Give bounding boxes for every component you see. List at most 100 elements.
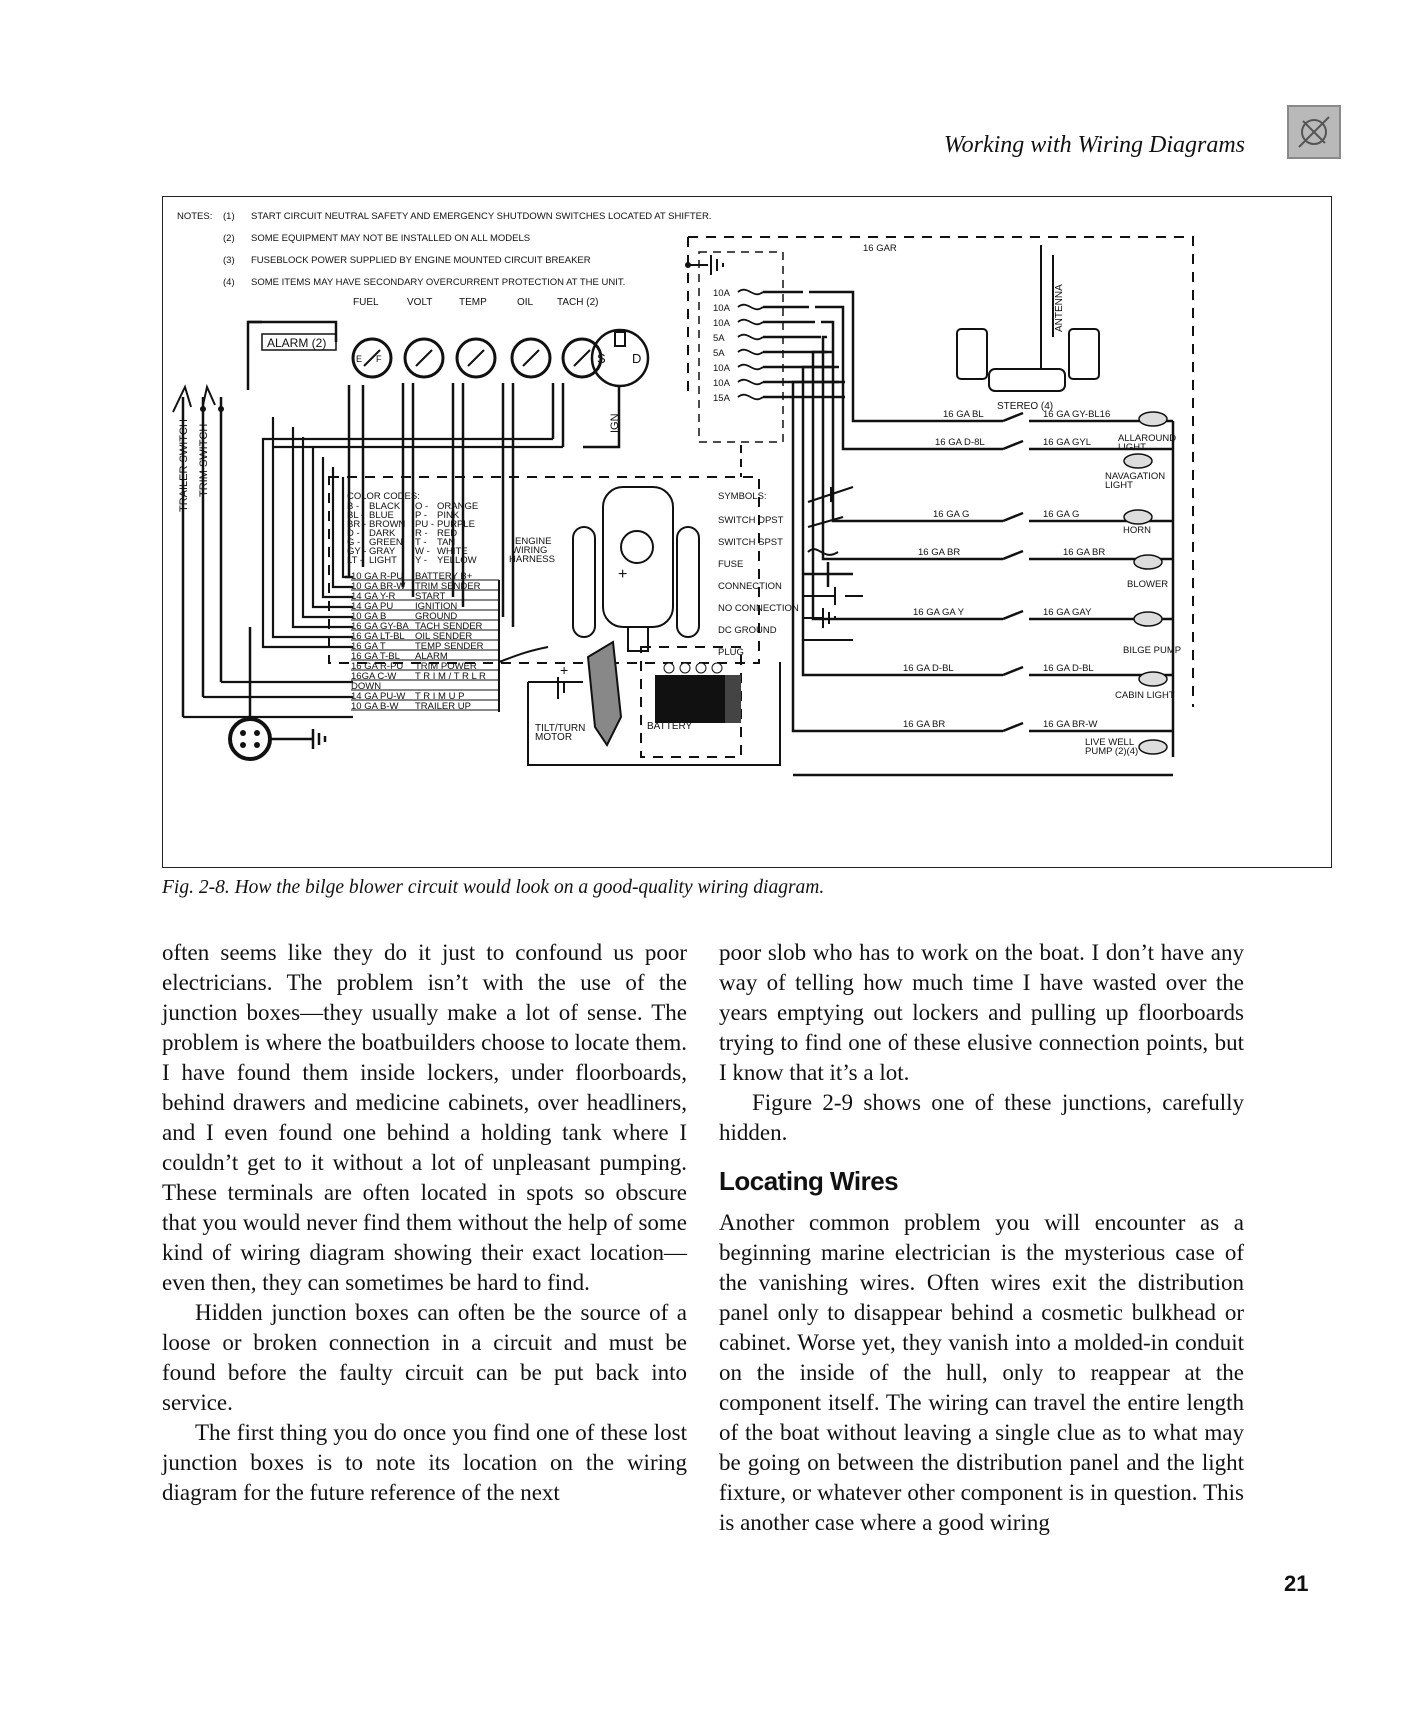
device-symbol bbox=[1133, 611, 1163, 627]
note-number: (4) bbox=[223, 277, 235, 288]
color-code-abbr: R - bbox=[415, 528, 428, 539]
circuit-wire-label-left: 16 GA GA Y bbox=[913, 607, 965, 618]
color-code-name: YELLOW bbox=[437, 555, 477, 566]
color-code-abbr: Y - bbox=[415, 555, 427, 566]
symbol-label: SWITCH DPST bbox=[718, 515, 784, 526]
right-paragraph-1: poor slob who has to work on the boat. I… bbox=[719, 940, 1244, 1085]
color-code-name: PURPLE bbox=[437, 519, 475, 530]
device-labels: ALLAROUNDLIGHTNAVAGATIONLIGHTHORNBLOWERB… bbox=[1085, 411, 1181, 757]
circuit-wire-label-left: 16 GA BR bbox=[903, 719, 945, 730]
gauge-label: TACH (2) bbox=[557, 297, 598, 308]
gauge-empty-label: E bbox=[356, 354, 362, 364]
device-label: CABIN LIGHT bbox=[1115, 690, 1175, 701]
fuse-rating: 10A bbox=[713, 303, 731, 314]
symbol-no-connection bbox=[803, 587, 863, 605]
device-symbol bbox=[1138, 671, 1168, 687]
antenna-label: ANTENNA bbox=[1054, 284, 1065, 332]
notes-label: NOTES: bbox=[177, 211, 212, 222]
harness-wire-function: TRIM POWER bbox=[415, 661, 477, 672]
circuit-wire bbox=[791, 380, 1173, 733]
diagram-notes: NOTES: (1) START CIRCUIT NEUTRAL SAFETY AN… bbox=[177, 211, 711, 288]
harness-wire-gauge: 14 GA PU bbox=[351, 601, 393, 612]
color-code-abbr: T - bbox=[415, 537, 426, 548]
color-code-abbr: BR - bbox=[347, 519, 366, 530]
device-label: LIGHT bbox=[1105, 480, 1133, 491]
right-paragraph-2: Figure 2-9 shows one of these junctions,… bbox=[719, 1090, 1244, 1145]
harness-label-line: WIRING bbox=[512, 545, 547, 556]
alarm-label: ALARM (2) bbox=[267, 336, 326, 350]
battery-label: BATTERY bbox=[647, 721, 693, 732]
wiring-diagram: NOTES: (1) START CIRCUIT NEUTRAL SAFETY AN… bbox=[172, 211, 1194, 777]
harness-wire-function: TACH SENDER bbox=[415, 621, 483, 632]
circuit-wire-label-right: 16 GA GAY bbox=[1043, 607, 1092, 618]
harness-wire-gauge: 16GA C-W bbox=[351, 671, 396, 682]
color-code-name: GRAY bbox=[369, 546, 396, 557]
device-label: BLOWER bbox=[1127, 579, 1168, 590]
fuse-symbol bbox=[737, 303, 764, 311]
circuit-wire-label-right: 16 GA D-BL bbox=[1043, 663, 1094, 674]
harness-wire-gauge: 16 GA T-BL bbox=[351, 651, 400, 662]
harness-label-line: HARNESS bbox=[509, 554, 555, 565]
gauge-label: OIL bbox=[517, 297, 534, 308]
harness-wire-function: TEMP SENDER bbox=[415, 641, 484, 652]
symbol-label: CONNECTION bbox=[718, 581, 782, 592]
color-code-name: RED bbox=[437, 528, 457, 539]
harness-wire-gauge: 16 GA GY-BA bbox=[351, 621, 409, 632]
note-number: (1) bbox=[223, 211, 235, 222]
note-text: START CIRCUIT NEUTRAL SAFETY AND EMERGEN… bbox=[251, 211, 711, 222]
gauge-needle bbox=[363, 349, 381, 367]
running-header: Working with Wiring Diagrams bbox=[943, 132, 1245, 158]
harness-wire-gauge: 10 GA BR-W bbox=[351, 581, 405, 592]
circuit-wire-label-right: 16 GA BR-W bbox=[1043, 719, 1097, 730]
symbol-label: NO CONNECTION bbox=[718, 603, 799, 614]
symbol-connection bbox=[803, 562, 853, 587]
harness-wire-gauge: DOWN bbox=[351, 681, 381, 692]
color-code-abbr: B - bbox=[347, 501, 359, 512]
harness-label-line: ENGINE bbox=[515, 536, 551, 547]
note-text: SOME ITEMS MAY HAVE SECONDARY OVERCURREN… bbox=[251, 277, 625, 288]
section-heading-locating-wires: Locating Wires bbox=[719, 1166, 899, 1196]
fuse-symbol bbox=[737, 393, 764, 401]
note-text: FUSEBLOCK POWER SUPPLIED BY ENGINE MOUNT… bbox=[251, 255, 591, 266]
harness-wire-gauge: 10 GA R-PU bbox=[351, 571, 403, 582]
harness-wire-gauge: 10 GA B-W bbox=[351, 701, 399, 712]
fuse-rating: 10A bbox=[713, 318, 731, 329]
fuse-rating: 5A bbox=[713, 333, 725, 344]
gauge-label: VOLT bbox=[407, 297, 432, 308]
fuse-rating: 10A bbox=[713, 288, 731, 299]
right-paragraph-3: Another common problem you will encounte… bbox=[719, 1210, 1244, 1535]
harness-wire-gauge: 14 GA PU-W bbox=[351, 691, 405, 702]
figure-caption: Fig. 2-8. How the bilge blower circuit w… bbox=[162, 877, 825, 898]
circuit-wire-label-left: 16 GA D-BL bbox=[903, 663, 954, 674]
left-column: often seems like they do it just to conf… bbox=[162, 938, 687, 1508]
fuse-symbol bbox=[737, 318, 764, 326]
device-label: ALLAROUND bbox=[1118, 433, 1176, 444]
circuit-wire-label-right: 16 GA G bbox=[1043, 509, 1079, 520]
left-paragraph-2: Hidden junction boxes can often be the s… bbox=[162, 1300, 687, 1415]
symbol-label: DC GROUND bbox=[718, 625, 777, 636]
color-code-abbr: D - bbox=[347, 528, 360, 539]
color-code-abbr: PU - bbox=[415, 519, 434, 530]
device-label: LIVE WELL bbox=[1085, 737, 1134, 748]
color-code-name: BROWN bbox=[369, 519, 406, 530]
circuit-wire-label-left: 16 GA G bbox=[933, 509, 969, 520]
color-code-abbr: LT - bbox=[347, 555, 363, 566]
harness-wire-function: IGNITION bbox=[415, 601, 457, 612]
device-label: PUMP (2)(4) bbox=[1085, 746, 1138, 757]
symbol-switch-dpst bbox=[807, 486, 854, 503]
harness-wire-function: ALARM bbox=[415, 651, 448, 662]
ignition-drive-label: D bbox=[632, 351, 641, 366]
color-code-name: BLUE bbox=[369, 510, 394, 521]
book-emblem-icon bbox=[1287, 105, 1341, 159]
color-code-name: PINK bbox=[437, 510, 460, 521]
color-code-abbr: GY - bbox=[347, 546, 366, 557]
circuit-wire-label-left: 16 GA BR bbox=[918, 547, 960, 558]
gauge-needle bbox=[573, 349, 591, 367]
gauge-needle bbox=[415, 349, 433, 367]
color-code-name: BLACK bbox=[369, 501, 401, 512]
